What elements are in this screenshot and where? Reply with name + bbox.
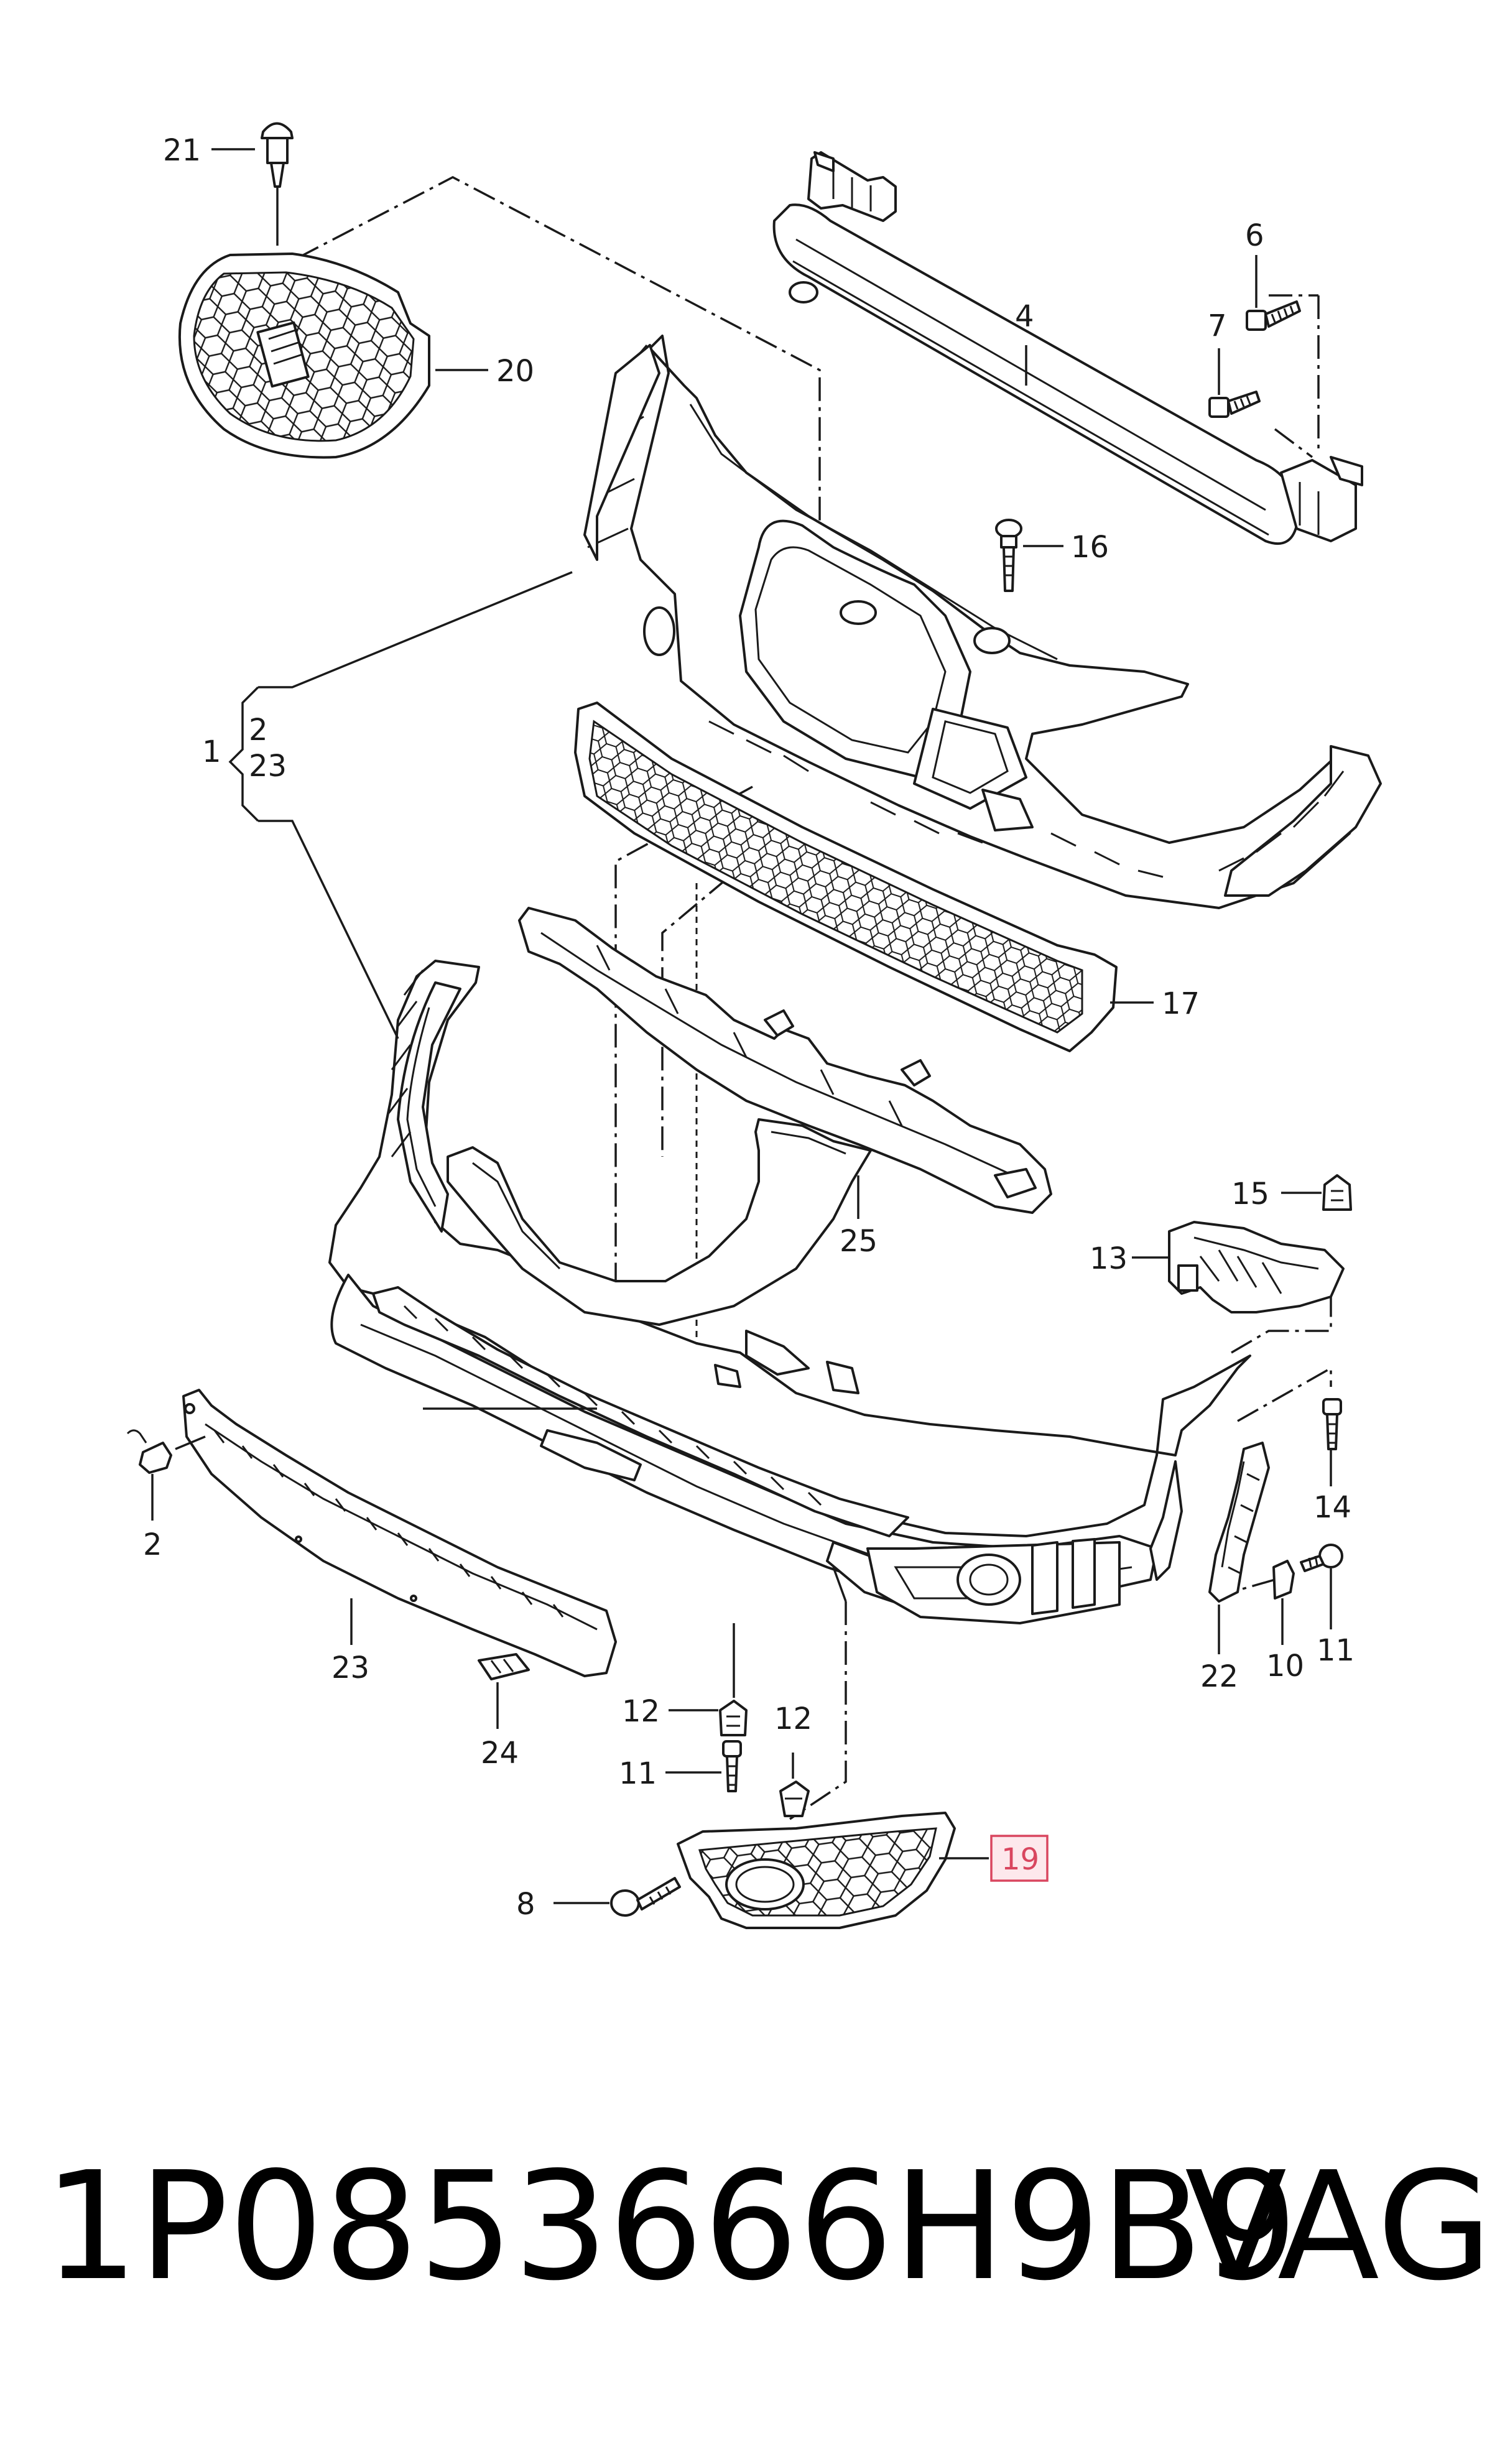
bumper-carrier	[583, 335, 1382, 909]
bumper-cover	[328, 960, 1251, 1624]
callout-7: 7	[1208, 308, 1227, 343]
lower-spoiler-part-23	[182, 1389, 617, 1677]
cap-part-2	[126, 1429, 206, 1474]
clip-part-12-left	[719, 1700, 748, 1736]
lower-grille-part-17	[574, 702, 1118, 1052]
side-guide-part-22	[1208, 1442, 1270, 1603]
clip-part-21	[261, 122, 294, 246]
clip-part-10	[1272, 1560, 1295, 1600]
callout-14: 14	[1313, 1490, 1351, 1525]
screw-part-11-right	[1300, 1544, 1343, 1572]
part-number: 1P0853666H9B9	[44, 2139, 1298, 2313]
callout-21: 21	[163, 133, 201, 168]
callout-10: 10	[1266, 1649, 1304, 1684]
bolt-part-7	[1208, 391, 1261, 418]
impact-bar-part-4	[772, 151, 1363, 545]
part-info-footer: 1P0853666H9B9 VAG	[44, 2133, 1493, 2320]
leader-lines	[151, 148, 1332, 1904]
callout-4: 4	[1015, 299, 1034, 334]
callout-20: 20	[496, 354, 534, 389]
callout-11-left: 11	[619, 1756, 657, 1791]
clip-part-15	[1322, 1174, 1352, 1211]
screw-part-8	[610, 1877, 681, 1917]
callout-23-group: 23	[249, 749, 287, 784]
callout-23: 23	[331, 1651, 369, 1685]
callout-19: 19	[1001, 1842, 1039, 1877]
bolt-part-6	[1246, 300, 1301, 331]
callout-24: 24	[481, 1736, 519, 1771]
bracket-part-13	[1168, 1221, 1345, 1313]
callout-6: 6	[1245, 218, 1264, 253]
callout-25: 25	[840, 1224, 878, 1259]
emblem-part-24	[478, 1653, 530, 1680]
clip-part-12-right	[779, 1781, 810, 1817]
screw-part-14	[1322, 1398, 1342, 1450]
callout-2: 2	[143, 1527, 162, 1562]
callout-12-right: 12	[774, 1702, 812, 1736]
callouts: 21 20 4 6 7 16 1 2 23 17 25 15 13 14 22 …	[143, 133, 1355, 1922]
bracket-beam-part-25	[518, 907, 1052, 1214]
upper-grille-part-20	[178, 252, 430, 459]
bolt-part-16	[995, 519, 1022, 592]
callout-16: 16	[1071, 530, 1109, 565]
callout-1: 1	[202, 734, 221, 769]
screw-part-11-left	[722, 1740, 742, 1792]
callout-12-left: 12	[622, 1694, 660, 1729]
callout-17: 17	[1162, 986, 1200, 1021]
brand-label: VAG	[1185, 2139, 1493, 2313]
callout-8: 8	[516, 1887, 535, 1922]
callout-13: 13	[1090, 1241, 1128, 1276]
fog-grille-part-19	[677, 1812, 956, 1929]
callout-19-highlight-box	[990, 1835, 1049, 1882]
callout-22: 22	[1200, 1659, 1238, 1694]
callout-11-right: 11	[1317, 1633, 1355, 1668]
callout-15: 15	[1231, 1177, 1269, 1211]
callout-2-group: 2	[249, 713, 268, 748]
